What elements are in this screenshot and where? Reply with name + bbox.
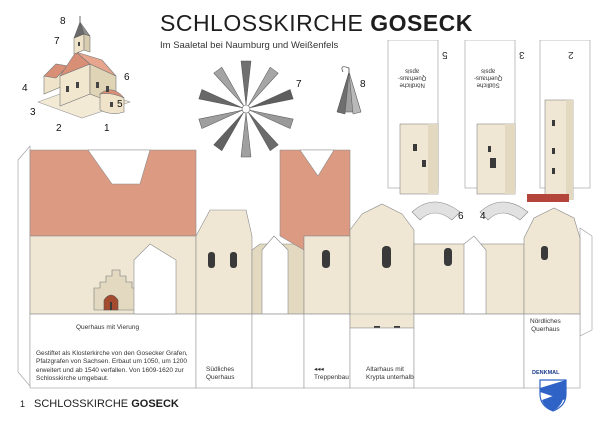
apse-pieces-illustration (387, 40, 591, 200)
overview-number-2: 2 (56, 123, 62, 134)
nord-apsis-label: Nördliche Querhaus- apsis (398, 67, 427, 88)
tower-roof-star-piece (198, 60, 294, 158)
piece-5-number: 5 (442, 49, 448, 60)
overview-number-8: 8 (60, 16, 66, 27)
label-treppenbau: ◂◂◂ Treppenbau (314, 366, 349, 382)
overview-number-6: 6 (124, 72, 130, 83)
label-suedliches-querhaus: Südliches Querhaus (206, 366, 235, 382)
page-subtitle: Im Saaletal bei Naumburg und Weißenfels (160, 40, 339, 51)
piece-2-number: 2 (568, 49, 574, 60)
cone-number: 8 (360, 79, 366, 90)
label-altarhaus: Altarhaus mit Krypta unterhalb (366, 366, 414, 382)
denkmal-badge-text: DENKMAL (532, 370, 560, 376)
denkmal-shield-icon (539, 379, 567, 412)
spire-cone-piece (336, 66, 362, 115)
sued-apsis-label: Südliche Querhaus- apsis (474, 67, 503, 88)
church-building-sheet (17, 145, 593, 389)
roof-star-number: 7 (296, 79, 302, 90)
history-description: Gestiftet als Klosterkirche von den Gose… (36, 350, 188, 383)
overview-number-4: 4 (22, 83, 28, 94)
arc-piece-4-number: 4 (480, 211, 486, 222)
label-noerdliches-querhaus: Nördliches Querhaus (530, 318, 561, 334)
overview-number-5: 5 (117, 99, 123, 110)
overview-number-7: 7 (54, 36, 60, 47)
church-overview-illustration (37, 16, 131, 119)
page-title: SCHLOSSKIRCHE GOSECK (160, 10, 473, 36)
overview-number-1: 1 (104, 123, 110, 134)
arc-piece-6-number: 6 (458, 211, 464, 222)
piece-3-number: 3 (519, 49, 525, 60)
label-querhaus-vierung: Querhaus mit Vierung (76, 324, 140, 331)
overview-number-3: 3 (30, 107, 36, 118)
denkmal-tab (527, 194, 569, 202)
arc-pieces-illustration (411, 201, 529, 221)
